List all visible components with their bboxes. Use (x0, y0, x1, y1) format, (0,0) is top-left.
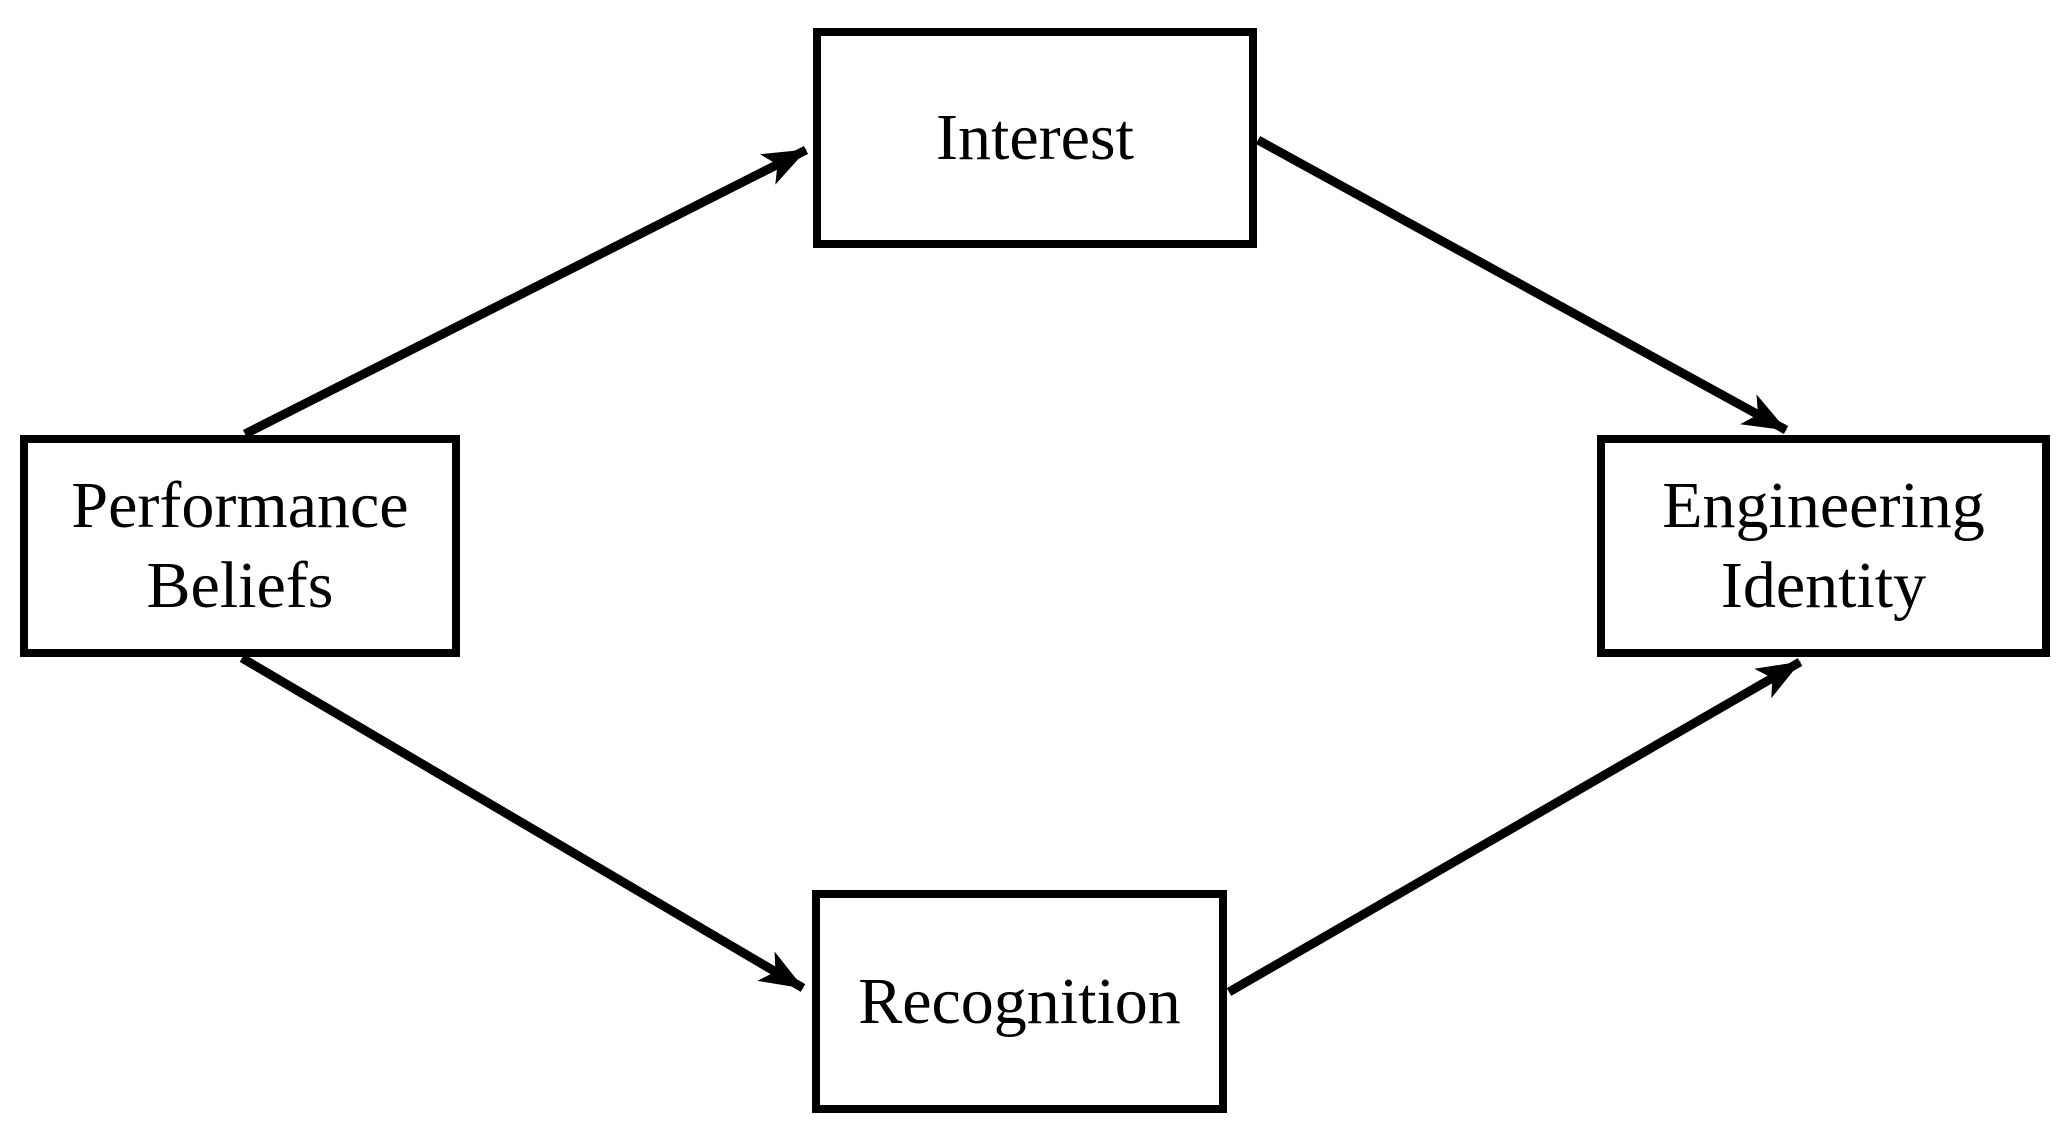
node-recognition-label: Recognition (858, 964, 1181, 1038)
node-interest-label: Interest (936, 101, 1134, 174)
arrow-recognition-to-engineering-identity (1226, 658, 1803, 996)
arrow-performance-beliefs-to-recognition (239, 654, 806, 992)
node-engineering-identity: Engineering Identity (1597, 435, 2050, 657)
node-performance-beliefs: Performance Beliefs (20, 435, 460, 657)
node-recognition: Recognition (812, 890, 1227, 1113)
node-engineering-identity-label: Engineering Identity (1662, 469, 1985, 622)
arrow-performance-beliefs-to-interest (242, 145, 809, 439)
node-interest: Interest (813, 28, 1257, 248)
arrow-interest-to-engineering-identity (1255, 136, 1789, 434)
node-performance-beliefs-label: Performance Beliefs (71, 469, 409, 622)
